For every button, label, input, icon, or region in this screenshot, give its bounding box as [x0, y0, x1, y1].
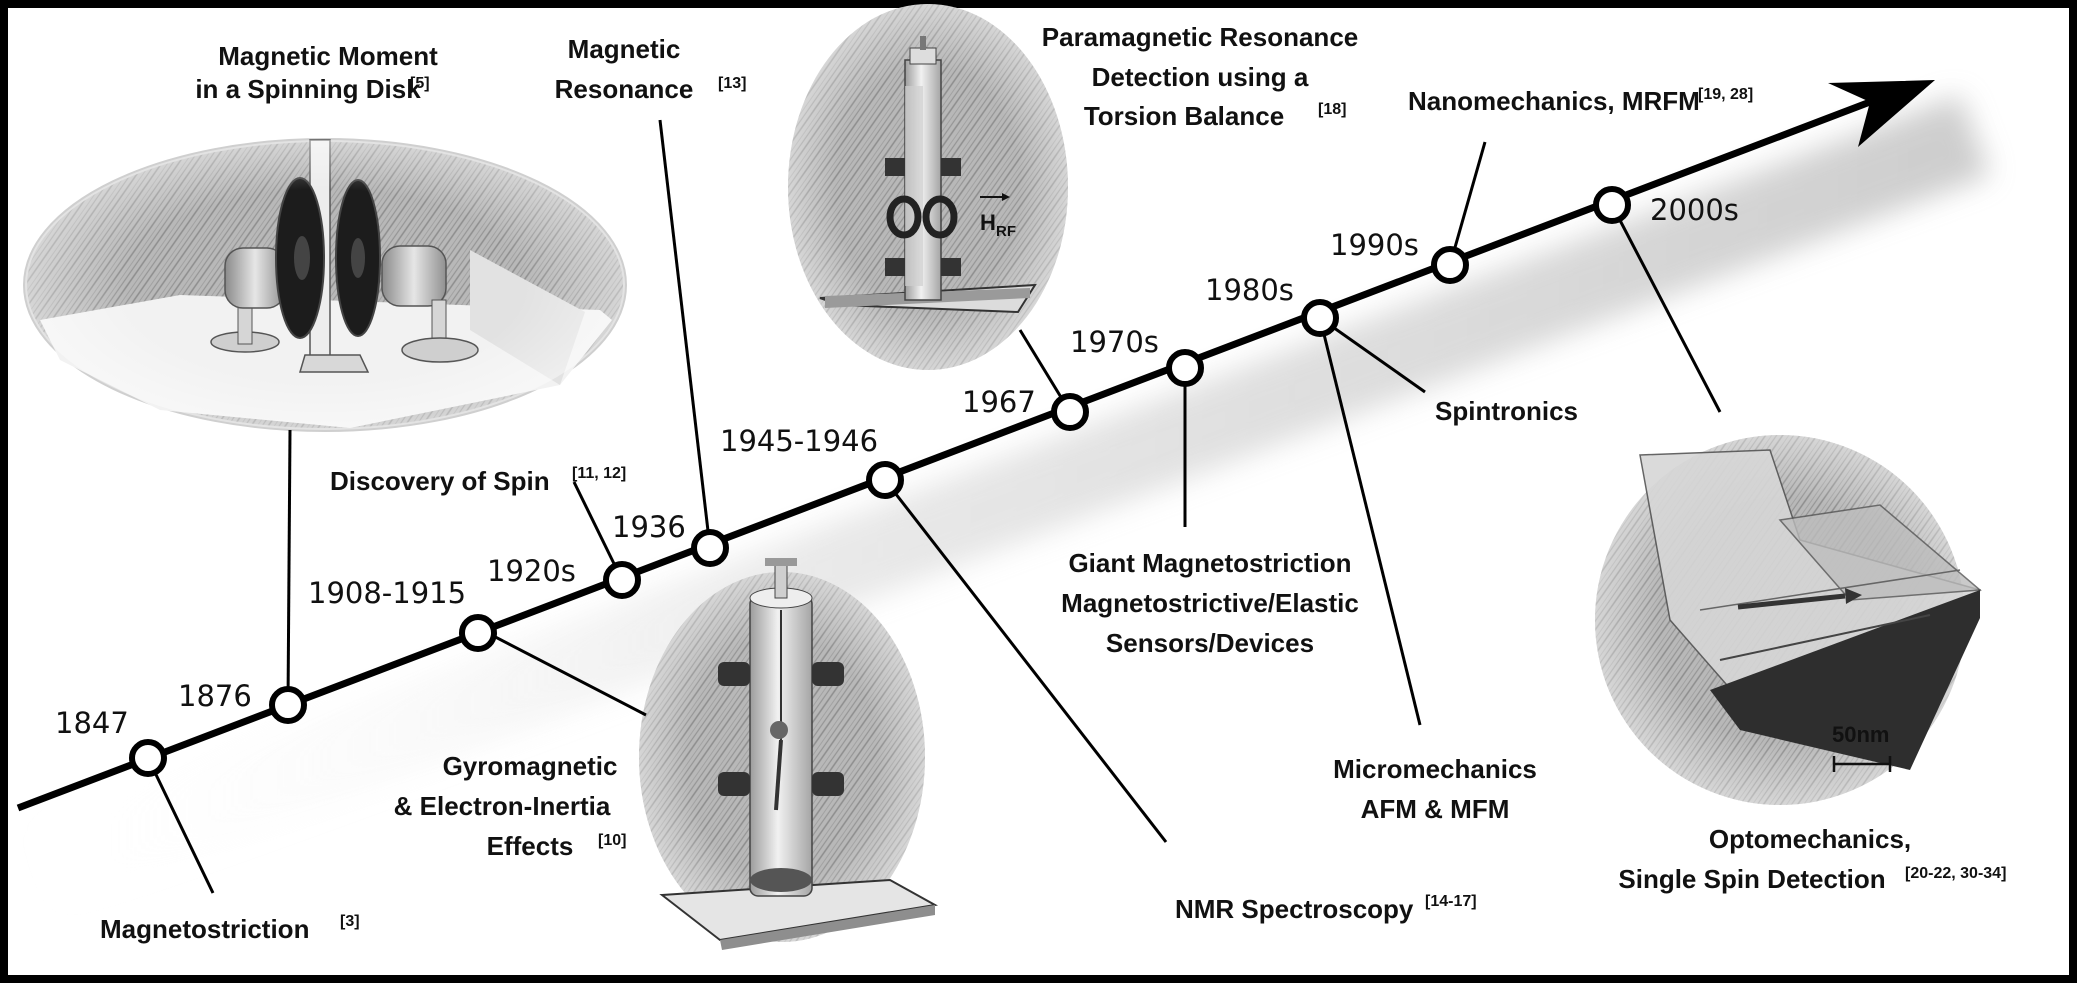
label-spintronics: Spintronics — [1435, 396, 1578, 426]
gyromagnetic-line3: Effects — [487, 831, 574, 861]
discovery-of-spin-ref: [11, 12] — [572, 465, 626, 482]
spinning-disk-illustration — [23, 138, 627, 432]
paramagnetic-line1: Paramagnetic Resonance — [1042, 22, 1358, 52]
leader-optomechanics — [1610, 204, 1722, 413]
year-1908-1915: 1908-1915 — [308, 576, 466, 610]
year-1967: 1967 — [962, 385, 1036, 419]
nmr-ref: [14-17] — [1425, 893, 1477, 910]
optomechanics-line2: Single Spin Detection — [1618, 864, 1885, 894]
year-2000s: 2000s — [1650, 193, 1739, 227]
spinning-disk-line1: Magnetic Moment — [218, 41, 438, 71]
label-optomechanics: Optomechanics, Single Spin Detection [20… — [1618, 824, 2006, 894]
spintronics-line1: Spintronics — [1435, 396, 1578, 426]
year-1847: 1847 — [55, 706, 129, 740]
nmr-line1: NMR Spectroscopy — [1175, 894, 1414, 924]
marker-1876 — [269, 686, 307, 724]
leader-micromechanics — [1318, 317, 1422, 726]
label-giant-magnetostriction: Giant Magnetostriction Magnetostrictive/… — [1061, 548, 1359, 658]
timeline-axis — [16, 98, 1872, 812]
magnetostriction-line1: Magnetostriction — [100, 914, 309, 944]
marker-1945-1946 — [866, 461, 904, 499]
marker-1847 — [129, 739, 167, 777]
magnetic-resonance-ref: [13] — [718, 75, 746, 92]
label-magnetostriction: Magnetostriction [3] — [100, 913, 360, 944]
micromechanics-line1: Micromechanics — [1333, 754, 1537, 784]
paramagnetic-line2: Detection using a — [1092, 62, 1309, 92]
optomechanics-line1: Optomechanics, — [1709, 824, 1911, 854]
marker-1936 — [691, 529, 729, 567]
year-1936: 1936 — [612, 510, 686, 544]
leader-magnetic-resonance — [658, 119, 712, 549]
label-spinning-disk: Magnetic Moment in a Spinning Disk [5] — [195, 41, 438, 104]
leader-gyromagnetic — [477, 626, 647, 717]
marker-1920s — [603, 561, 641, 599]
micromechanics-line2: AFM & MFM — [1361, 794, 1510, 824]
giant-magnetostriction-line2: Magnetostrictive/Elastic — [1061, 588, 1359, 618]
timeline-arrowhead — [1828, 80, 1935, 147]
hrf-subscript: RF — [996, 223, 1016, 240]
hrf-label: H — [980, 210, 996, 235]
scale-bar-label: 50nm — [1832, 722, 1889, 747]
leader-nanomechanics — [1448, 141, 1487, 266]
leader-spinning-disk — [286, 429, 292, 706]
year-1970s: 1970s — [1070, 325, 1159, 359]
torsion-balance-illustration: H RF — [788, 4, 1068, 370]
leader-lines — [146, 119, 1722, 894]
optomechanics-ref: [20-22, 30-34] — [1905, 865, 2006, 882]
leader-magnetostriction — [146, 757, 215, 894]
marker-1970s — [1166, 349, 1204, 387]
leader-nmr — [883, 479, 1168, 843]
year-1876: 1876 — [178, 679, 252, 713]
giant-magnetostriction-line1: Giant Magnetostriction — [1068, 548, 1351, 578]
leader-spintronics — [1319, 316, 1426, 394]
magnetic-resonance-line2: Resonance — [555, 74, 694, 104]
giant-magnetostriction-line3: Sensors/Devices — [1106, 628, 1314, 658]
label-nmr: NMR Spectroscopy [14-17] — [1175, 893, 1477, 924]
label-gyromagnetic: Gyromagnetic & Electron-Inertia Effects … — [394, 751, 627, 861]
marker-1990s — [1431, 246, 1469, 284]
marker-1908-1915 — [459, 614, 497, 652]
marker-2000s — [1593, 186, 1631, 224]
discovery-of-spin-line1: Discovery of Spin — [330, 466, 550, 496]
year-1945-1946: 1945-1946 — [720, 424, 878, 458]
marker-1980s — [1301, 299, 1339, 337]
label-magnetic-resonance: Magnetic Resonance [13] — [555, 34, 747, 104]
nanomechanics-line1: Nanomechanics, MRFM — [1408, 86, 1700, 116]
year-1990s: 1990s — [1330, 228, 1419, 262]
timeline-markers — [129, 186, 1631, 777]
label-paramagnetic: Paramagnetic Resonance Detection using a… — [1042, 22, 1358, 131]
gyromagnetic-line1: Gyromagnetic — [443, 751, 618, 781]
paramagnetic-ref: [18] — [1318, 101, 1346, 118]
magnetostriction-ref: [3] — [340, 913, 360, 930]
label-nanomechanics: Nanomechanics, MRFM [19, 28] — [1408, 86, 1753, 116]
magnetic-resonance-line1: Magnetic — [568, 34, 681, 64]
gyromagnetic-apparatus-illustration — [639, 558, 939, 950]
spinning-disk-line2: in a Spinning Disk — [195, 74, 421, 104]
spinning-disk-ref: [5] — [410, 75, 430, 92]
optomechanics-illustration: 50nm — [1595, 435, 1982, 805]
marker-1967 — [1051, 393, 1089, 431]
label-discovery-of-spin: Discovery of Spin [11, 12] — [330, 465, 626, 496]
year-1920s: 1920s — [487, 554, 576, 588]
nanomechanics-ref: [19, 28] — [1698, 86, 1753, 103]
axis-shadow — [20, 95, 1990, 905]
paramagnetic-line3: Torsion Balance — [1084, 101, 1284, 131]
gyromagnetic-line2: & Electron-Inertia — [394, 791, 611, 821]
year-1980s: 1980s — [1205, 273, 1294, 307]
label-micromechanics: Micromechanics AFM & MFM — [1333, 754, 1537, 824]
gyromagnetic-ref: [10] — [598, 832, 626, 849]
